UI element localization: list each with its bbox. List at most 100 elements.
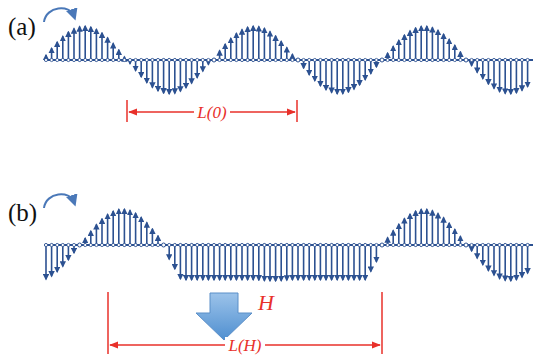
spin-arrow — [118, 209, 120, 246]
spin-arrow — [124, 209, 126, 247]
spin-dot — [156, 58, 159, 61]
panel-label: (a) — [8, 14, 36, 39]
spin-dot — [263, 58, 266, 61]
spin-arrow — [516, 243, 518, 280]
spin-dot — [257, 58, 260, 61]
spin-arrow — [96, 29, 98, 61]
spin-dot — [464, 58, 468, 62]
spin-arrow — [443, 218, 445, 247]
spin-arrow — [208, 243, 210, 280]
spin-dot — [190, 58, 193, 61]
field-label: H — [258, 292, 274, 314]
spin-arrow — [146, 59, 148, 83]
spin-dot — [492, 243, 495, 246]
spin-arrow — [79, 27, 81, 62]
spin-arrow — [68, 244, 70, 260]
spin-arrow — [101, 33, 103, 61]
spin-dot — [352, 58, 355, 61]
spin-arrow — [247, 27, 249, 62]
spin-dot — [50, 243, 53, 246]
spin-arrow — [252, 26, 254, 62]
spin-dot — [386, 58, 389, 61]
spin-dot — [151, 243, 154, 246]
spin-dot — [313, 243, 316, 246]
spin-arrow — [364, 243, 366, 280]
spin-arrow — [504, 58, 506, 93]
spin-arrow — [236, 33, 238, 61]
spin-dot — [386, 243, 389, 246]
spin-dot — [459, 58, 462, 61]
spin-dot — [285, 243, 288, 246]
spin-dot — [347, 58, 350, 61]
spin-dot — [403, 58, 406, 61]
spin-dot — [436, 58, 439, 61]
spin-dot — [375, 58, 378, 61]
spin-arrow — [68, 32, 70, 62]
spin-dot — [123, 243, 126, 246]
spin-arrow — [370, 244, 372, 272]
spin-arrow — [185, 59, 187, 88]
spin-dot — [229, 58, 232, 61]
spin-dot — [84, 58, 87, 61]
spin-dot — [408, 58, 411, 61]
spin-arrow — [112, 43, 114, 60]
spin-dot — [520, 58, 523, 61]
spin-arrow — [258, 26, 260, 61]
spin-dot — [235, 243, 238, 246]
spin-dot — [128, 243, 131, 246]
spin-arrow — [280, 243, 282, 281]
spin-dot — [134, 243, 137, 246]
spin-dot — [168, 243, 171, 246]
spin-dot — [425, 58, 428, 61]
spin-dot — [246, 243, 249, 246]
spin-dot — [453, 58, 456, 61]
spin-arrow — [437, 213, 439, 246]
spin-arrow — [359, 59, 361, 85]
spin-arrow — [174, 58, 176, 93]
spin-dot — [212, 58, 216, 62]
spin-dot — [330, 243, 333, 246]
spin-arrow — [45, 243, 47, 279]
spin-arrow — [56, 244, 58, 272]
spin-dot — [291, 58, 294, 61]
spin-dot — [369, 243, 372, 246]
spin-arrow — [488, 59, 490, 84]
spin-dot — [252, 243, 255, 246]
spin-arrow — [297, 243, 299, 280]
spin-dot — [520, 243, 523, 246]
spin-dot — [425, 243, 428, 246]
spin-arrow — [336, 243, 338, 280]
spin-dot — [476, 243, 479, 246]
spin-dot — [470, 58, 473, 61]
spin-dot — [145, 243, 148, 246]
spin-arrow — [521, 243, 523, 277]
spin-arrow — [342, 58, 344, 93]
spin-dot — [78, 58, 81, 61]
spin-arrow — [224, 243, 226, 280]
spin-dot — [95, 243, 98, 246]
spin-arrow — [62, 36, 64, 61]
spin-arrow — [426, 209, 428, 247]
spin-arrow — [107, 214, 109, 246]
spin-dot — [274, 58, 277, 61]
spin-arrow — [392, 46, 394, 60]
spin-dot — [72, 243, 75, 246]
spin-dot — [140, 243, 143, 246]
spin-arrow — [348, 243, 350, 280]
spin-dot — [470, 243, 473, 246]
spin-arrow — [314, 243, 316, 280]
spin-dot — [67, 58, 70, 61]
spin-arrow — [415, 28, 417, 62]
spin-dot — [481, 58, 484, 61]
spin-dot — [296, 58, 300, 62]
spin-dot — [196, 243, 199, 246]
spin-dot — [453, 243, 456, 246]
spin-dot — [504, 58, 507, 61]
spin-dot — [106, 243, 109, 246]
spin-dot — [117, 58, 120, 61]
spin-dot — [291, 243, 294, 246]
rotation-arrow — [44, 8, 74, 22]
spin-arrow — [286, 243, 288, 280]
spin-dot — [436, 243, 439, 246]
